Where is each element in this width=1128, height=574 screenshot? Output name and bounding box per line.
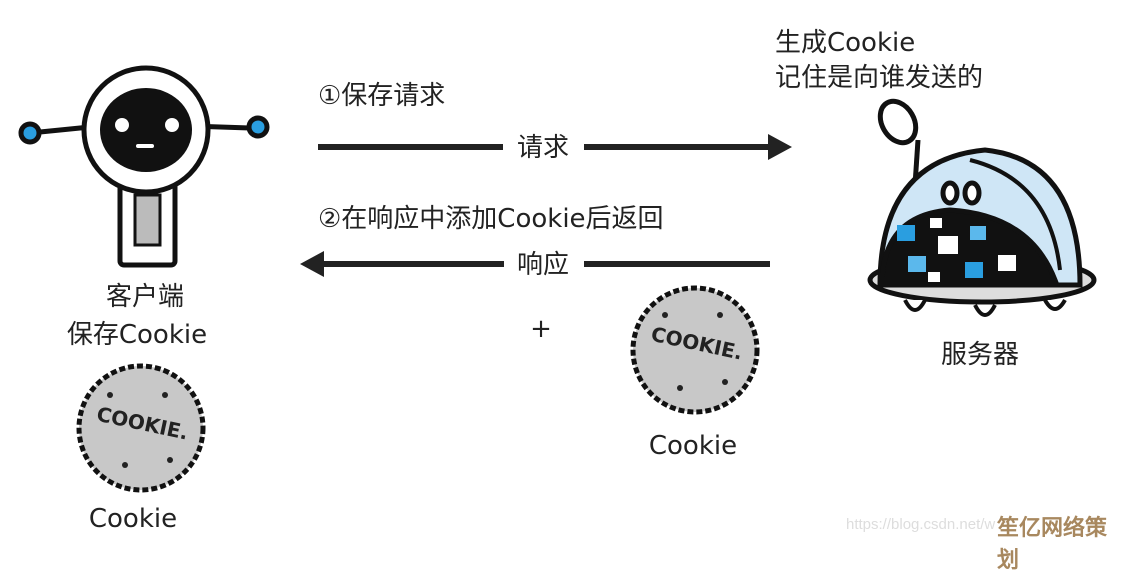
watermark-brand: 笙亿网络策划 xyxy=(997,516,1108,573)
watermark-url: https://blog.csdn.net/w xyxy=(846,516,996,533)
server-robot-icon xyxy=(867,98,1097,317)
response-cookie-caption: Cookie xyxy=(648,431,738,461)
client-cookie-icon: COOKIE. xyxy=(76,363,206,493)
server-note-line1: 生成Cookie xyxy=(775,28,916,58)
request-step-label: ①保存请求 xyxy=(318,81,446,111)
response-cookie-icon: COOKIE. xyxy=(630,285,760,415)
plus-sign: + xyxy=(530,314,552,344)
request-arrow-label: 请求 xyxy=(516,133,570,163)
client-cookie-caption: Cookie xyxy=(88,504,178,534)
client-sublabel: 保存Cookie xyxy=(66,320,208,350)
response-arrow xyxy=(300,251,770,277)
response-arrow-label: 响应 xyxy=(516,250,570,280)
response-step-label: ②在响应中添加Cookie后返回 xyxy=(318,204,664,234)
server-label: 服务器 xyxy=(940,340,1020,370)
client-label: 客户端 xyxy=(105,282,185,312)
server-note-line2: 记住是向谁发送的 xyxy=(775,63,984,93)
request-arrow xyxy=(318,134,792,160)
diagram-art: COOKIE. COOKIE. xyxy=(18,65,1097,493)
client-robot-icon xyxy=(18,65,270,268)
